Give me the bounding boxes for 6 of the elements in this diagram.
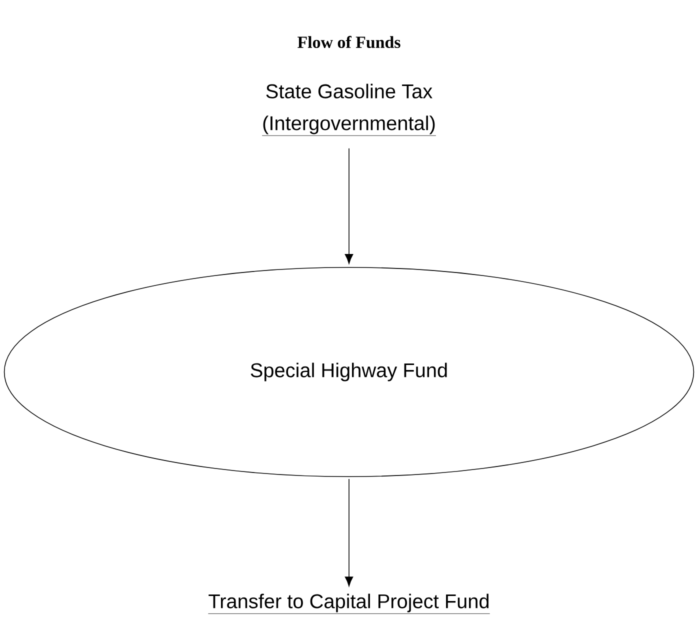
text-node: State Gasoline Tax (Intergovernmental) [262,84,436,136]
arrow [344,148,354,264]
arrow [344,478,354,586]
ellipse-node: Special Highway Fund [4,266,694,477]
title: Flow of Funds [298,36,400,48]
text-node: Transfer to Capital Project Fund [208,594,490,614]
